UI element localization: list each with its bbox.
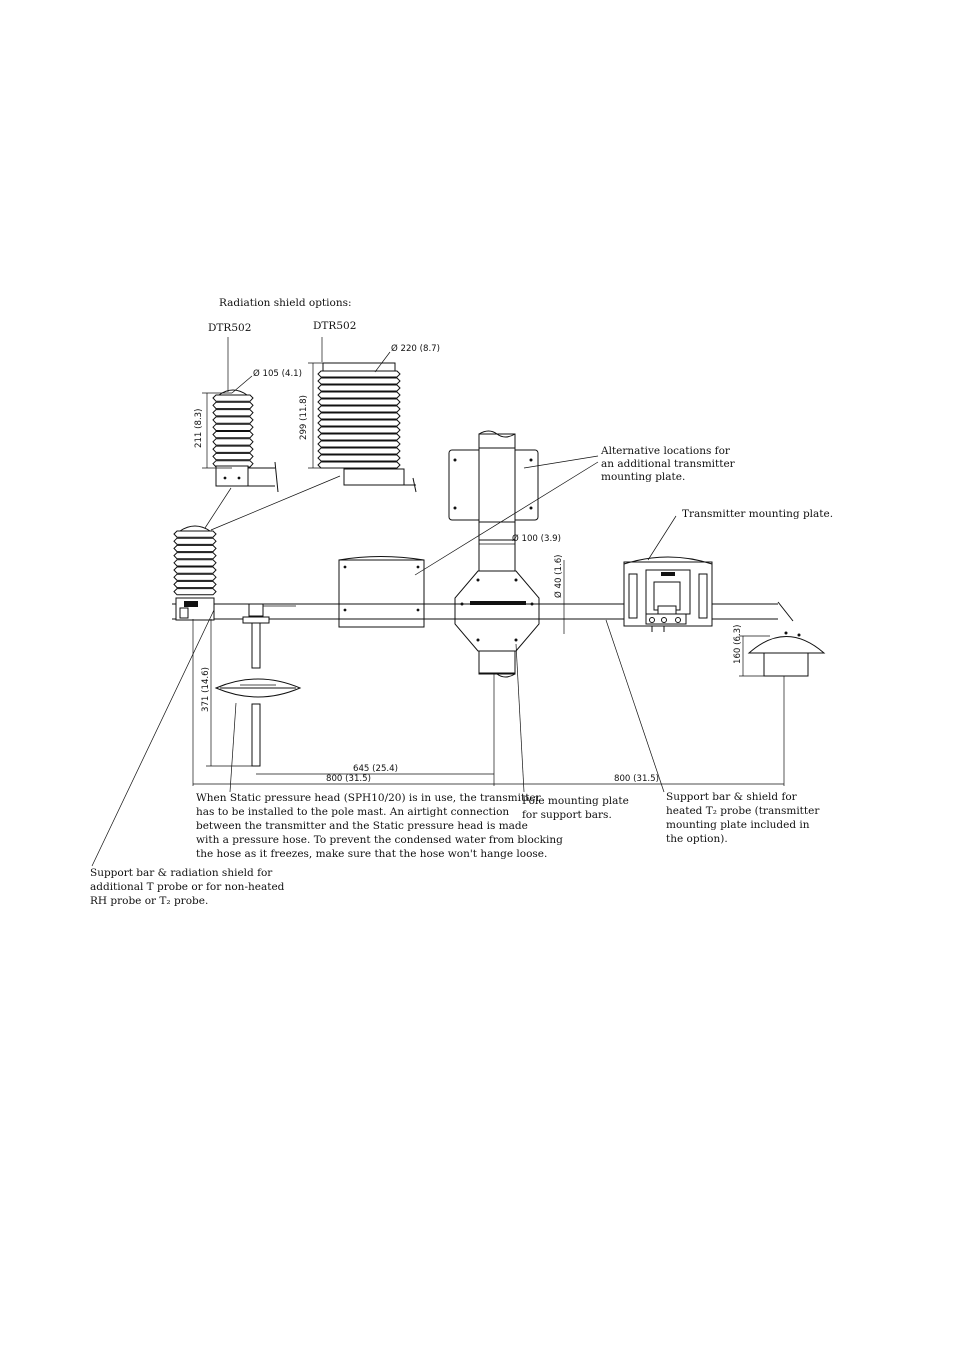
transmitter (623, 556, 713, 632)
callout-leaders (91, 455, 677, 867)
louvre-plate (317, 461, 401, 469)
left-shield-plates (173, 525, 217, 596)
callout-line: mounting plate. (601, 471, 685, 483)
louvre-plate (212, 423, 254, 431)
louvre-plate (212, 394, 254, 402)
louvre-plate (173, 530, 217, 538)
louvre-plate (317, 405, 401, 413)
callout-transmitter-plate: Transmitter mounting plate. (682, 508, 833, 520)
callout-pole-plate: Pole mounting plate for support bars. (522, 795, 629, 821)
callout-line: Support bar & radiation shield for (90, 867, 273, 879)
callout-line: an additional transmitter (601, 458, 736, 470)
louvre-plate (317, 377, 401, 385)
bar-diameter-dim: Ø 40 (1.6) (553, 554, 564, 598)
louvre-plate (212, 431, 254, 439)
louvre-plate (317, 384, 401, 392)
callout-line: for support bars. (522, 809, 612, 821)
louvre-plate (317, 440, 401, 448)
callout-support-left: Support bar & radiation shield for addit… (90, 867, 285, 907)
callout-support-heated: Support bar & shield for heated T₂ probe… (666, 791, 820, 845)
small-shield-plates (212, 389, 254, 468)
louvre-plate (173, 559, 217, 567)
callout-line: mounting plate included in (666, 819, 810, 831)
small-shield-diameter: Ø 105 (4.1) (253, 368, 302, 379)
louvre-plate (317, 433, 401, 441)
louvre-plate (317, 447, 401, 455)
pole-diameter-dim: Ø 100 (3.9) (512, 533, 561, 544)
callout-line: Pole mounting plate (522, 795, 629, 807)
left-probe-shield (173, 525, 217, 621)
callout-line: additional T probe or for non-heated (90, 881, 285, 893)
louvre-plate (212, 416, 254, 424)
left-span-dim: 800 (31.5) (326, 774, 371, 784)
large-shield-plates (317, 370, 401, 469)
pole-mounting-plate (454, 539, 540, 674)
callout-line: Transmitter mounting plate. (682, 508, 833, 520)
large-shield-option: DTR502 Ø 220 (8.7) 299 (11.8) (299, 320, 440, 493)
callout-line: Alternative locations for (600, 445, 731, 457)
right-span-dim: 800 (31.5) (614, 774, 659, 784)
louvre-plate (317, 419, 401, 427)
shield-cap (179, 525, 211, 532)
louvre-plate (173, 544, 217, 553)
callout-alternative-locations: Alternative locations for an additional … (600, 445, 736, 483)
louvre-plate (173, 537, 217, 545)
louvre-plate (173, 580, 217, 589)
louvre-plate (317, 426, 401, 434)
alternative-plate-left (338, 556, 425, 628)
callout-line: the option). (666, 833, 728, 845)
shield-cap (218, 389, 248, 396)
callout-line: heated T₂ probe (transmitter (666, 805, 820, 817)
large-shield-model: DTR502 (313, 320, 356, 332)
callout-sph-note: When Static pressure head (SPH10/20) is … (196, 792, 563, 860)
header-label: Radiation shield options: (219, 297, 352, 309)
sph-height-dim: 371 (14.6) (201, 667, 211, 712)
callout-line: between the transmitter and the Static p… (196, 820, 528, 832)
dimension-lines: Ø 100 (3.9) Ø 40 (1.6) 371 (14.6) 645 (2… (192, 533, 785, 786)
louvre-plate (317, 391, 401, 399)
sph-offset-dim: 645 (25.4) (353, 764, 398, 774)
callout-line: When Static pressure head (SPH10/20) is … (196, 792, 542, 804)
small-shield-model: DTR502 (208, 322, 251, 334)
callout-line: with a pressure hose. To prevent the con… (196, 834, 563, 846)
shield-drop-dim: 160 (6.3) (733, 624, 743, 664)
large-shield-height: 299 (11.8) (299, 395, 309, 440)
callout-line: Support bar & shield for (666, 791, 798, 803)
callout-line: RH probe or T₂ probe. (90, 895, 208, 907)
louvre-plate (317, 370, 401, 378)
louvre-plate (212, 401, 254, 410)
alternative-plate-upper (448, 447, 539, 523)
large-shield-diameter: Ø 220 (8.7) (391, 343, 440, 354)
louvre-plate (212, 452, 254, 461)
static-pressure-head (214, 603, 302, 767)
louvre-plate (212, 438, 254, 446)
small-shield-option: DTR502 Ø 105 (4.1) 211 (8.3) (194, 322, 302, 493)
louvre-plate (317, 412, 401, 420)
louvre-plate (173, 566, 217, 574)
heated-probe-shield: 160 (6.3) (733, 624, 826, 677)
callout-line: has to be installed to the pole mast. An… (196, 806, 509, 818)
louvre-plate (317, 398, 401, 406)
callout-line: the hose as it freezes, make sure that t… (196, 848, 547, 860)
louvre-plate (212, 445, 254, 453)
louvre-plate (173, 552, 217, 560)
small-shield-height: 211 (8.3) (194, 408, 204, 448)
louvre-plate (317, 454, 401, 462)
louvre-plate (173, 588, 217, 596)
louvre-plate (173, 573, 217, 581)
louvre-plate (212, 409, 254, 417)
